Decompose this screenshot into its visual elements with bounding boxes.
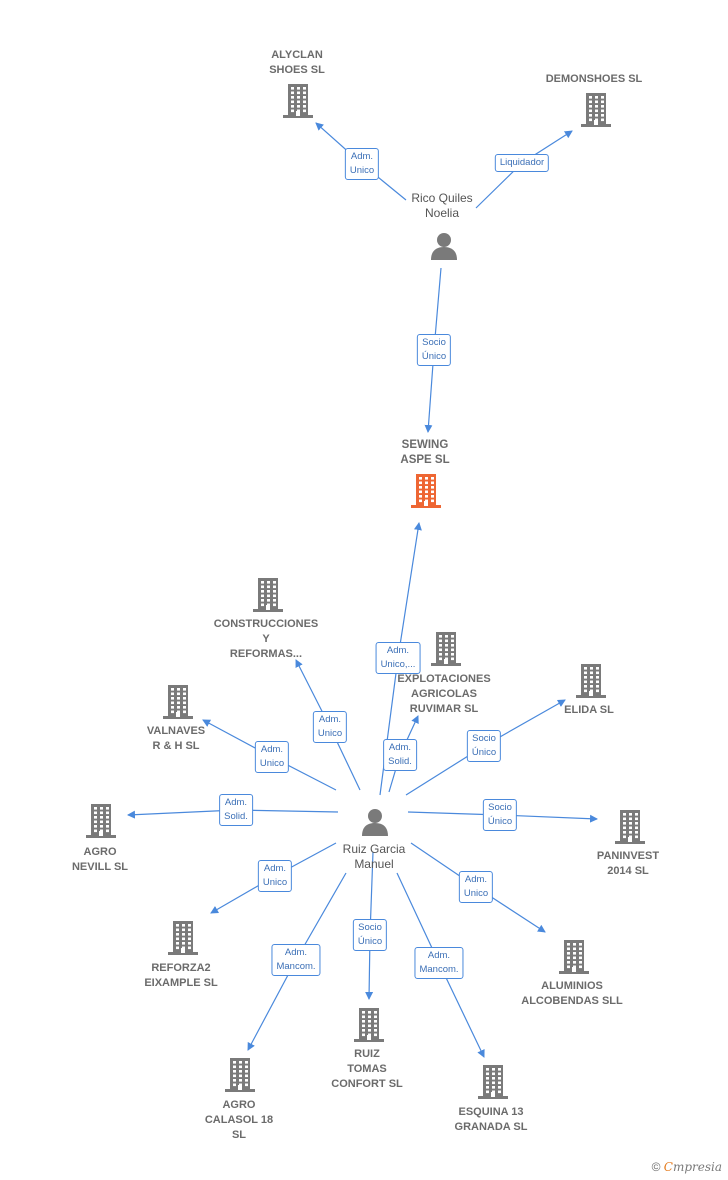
edge-label-ruiz-paninvest[interactable]: Socio Único [482,799,518,831]
building-icon [253,578,283,612]
company-label-construcciones[interactable]: CONSTRUCCIONES Y REFORMAS... [213,618,319,660]
edge-label-rico-sewing[interactable]: Socio Único [416,334,452,366]
edge-label-ruiz-agrocalasol[interactable]: Adm. Mancom. [271,944,321,976]
company-node-esquina[interactable] [477,1064,509,1105]
building-icon [86,804,116,838]
edge-label-ruiz-esquina[interactable]: Adm. Mancom. [414,947,464,979]
company-label-aluminios[interactable]: ALUMINIOS ALCOBENDAS SLL [521,980,623,1007]
building-icon [431,632,461,666]
copyright: © Cmpresia [652,1160,722,1174]
edge-label-ruiz-reforza2[interactable]: Adm. Unico [257,860,293,892]
company-label-elida[interactable]: ELIDA SL [564,704,614,716]
brand-initial: C [663,1160,673,1174]
edge-label-rico-alyclan[interactable]: Adm. Unico [344,148,380,180]
edge-label-rico-demonshoes[interactable]: Liquidador [494,154,550,172]
edge-label-ruiz-ruiztomas[interactable]: Socio Único [352,919,388,951]
company-node-sewing[interactable] [410,473,442,514]
person-node-rico[interactable] [429,231,459,266]
company-node-paninvest[interactable] [614,809,646,850]
company-node-alyclan[interactable] [282,83,314,124]
company-label-sewing[interactable]: SEWING ASPE SL [400,439,450,466]
building-icon [168,921,198,955]
edge-label-ruiz-valnaves[interactable]: Adm. Unico [254,741,290,773]
building-icon [225,1058,255,1092]
building-icon [615,810,645,844]
company-node-ruiztomas[interactable] [353,1007,385,1048]
company-label-valnaves[interactable]: VALNAVES R & H SL [146,725,206,752]
company-node-aluminios[interactable] [558,939,590,980]
edge-label-ruiz-sewing[interactable]: Adm. Unico,... [375,642,421,674]
building-icon [576,664,606,698]
edge-label-ruiz-aluminios[interactable]: Adm. Unico [458,871,494,903]
company-node-demonshoes[interactable] [580,92,612,133]
company-label-paninvest[interactable]: PANINVEST 2014 SL [596,850,660,877]
edge-label-ruiz-construcciones[interactable]: Adm. Unico [312,711,348,743]
building-icon [163,685,193,719]
company-label-explotaciones[interactable]: EXPLOTACIONES AGRICOLAS RUVIMAR SL [397,673,491,715]
edge-label-ruiz-agronevill[interactable]: Adm. Solid. [219,794,253,826]
company-node-construcciones[interactable] [252,577,284,618]
person-icon [362,809,388,836]
edge-label-ruiz-explotaciones[interactable]: Adm. Solid. [383,739,417,771]
building-icon [354,1008,384,1042]
company-label-alyclan[interactable]: ALYCLAN SHOES SL [269,49,325,76]
copyright-symbol: © [651,1160,661,1174]
building-icon [559,940,589,974]
company-label-reforza2[interactable]: REFORZA2 EIXAMPLE SL [144,962,218,989]
person-label-ruiz[interactable]: Ruiz Garcia Manuel [342,842,406,871]
building-icon [411,474,441,508]
company-label-agrocalasol[interactable]: AGRO CALASOL 18 SL [204,1099,274,1141]
company-node-agronevill[interactable] [85,803,117,844]
company-node-explotaciones[interactable] [430,631,462,672]
person-icon [431,233,457,260]
edge-label-ruiz-elida[interactable]: Socio Único [466,730,502,762]
company-label-esquina[interactable]: ESQUINA 13 GRANADA SL [454,1106,528,1133]
building-icon [581,93,611,127]
building-icon [478,1065,508,1099]
company-label-demonshoes[interactable]: DEMONSHOES SL [545,73,643,85]
company-node-valnaves[interactable] [162,684,194,725]
company-label-agronevill[interactable]: AGRO NEVILL SL [71,846,129,873]
company-label-ruiztomas[interactable]: RUIZ TOMAS CONFORT SL [331,1048,403,1090]
person-label-rico[interactable]: Rico Quiles Noelia [411,191,473,220]
brand-name: mpresia [672,1160,722,1174]
person-node-ruiz[interactable] [360,807,390,842]
building-icon [283,84,313,118]
company-node-elida[interactable] [575,663,607,704]
company-node-agrocalasol[interactable] [224,1057,256,1098]
company-node-reforza2[interactable] [167,920,199,961]
